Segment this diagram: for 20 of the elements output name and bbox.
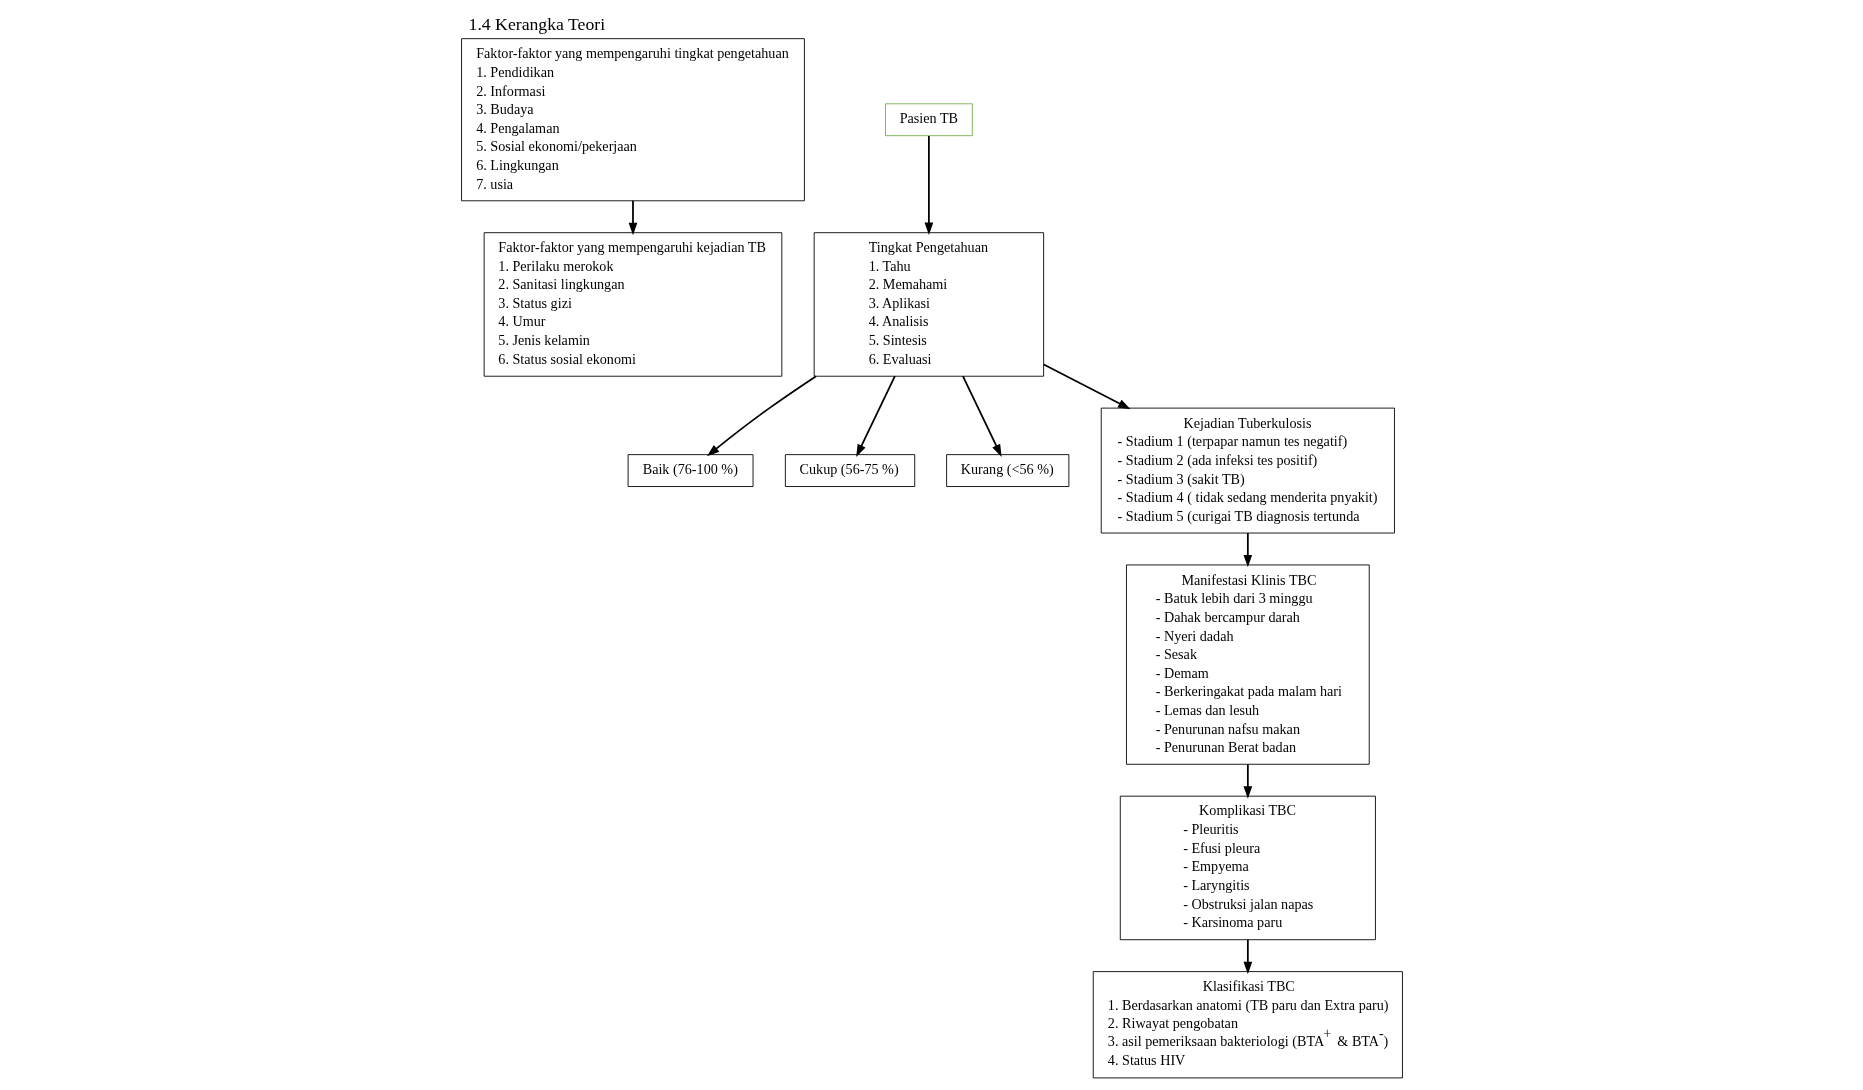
node-box: Kurang (<56 %) [945,454,1069,487]
node-box: Faktor-faktor yang mempengaruhi tingkat pengetahuan 1. Pendidikan 2. Informasi 3. Budaya 4. Pengalaman 5. Sosial ekonomi/pekerjaan 6. Lingkungan 7. usia [460,38,805,202]
node-box: Tingkat Pengetahuan 1. Tahu 2. Memahami 3. Aplikasi 4. Analisis 5. Sintesis 6. Evaluasi [813,232,1044,377]
arrow [961,375,1002,457]
arrow [628,199,637,236]
arrow [924,135,933,236]
node-box: Manifestasi Klinis TBC - Batuk lebih dari 3 minggu - Dahak bercampur darah - Nyeri dadah - Sesak - Demam - Berkeringakat pada malam hari - Lemas dan lesuh - Penurunan nafsu makan - Penurunan Berat badan [1125,564,1370,765]
node-box: Pasien TB [884,103,973,137]
arrow [855,375,896,457]
arrow [706,375,817,457]
node-box: Komplikasi TBC - Pleuritis - Efusi pleura - Empyema - Laryngitis - Obstruksi jalan napas - Karsinoma paru [1119,795,1376,941]
node-box: Cukup (56-75 %) [784,454,915,487]
node-box: Faktor-faktor yang mempengaruhi kejadian TB 1. Perilaku merokok 2. Sanitasi lingkungan 3. Status gizi 4. Umur 5. Jenis kelamin 6. Status sosial ekonomi [483,232,782,377]
diagram-title: 1.4 Kerangka Teori [468,13,605,34]
arrow [1243,938,1252,975]
node-box: Baik (76-100 %) [627,454,753,487]
arrow [1042,363,1131,410]
arrow [1243,763,1252,799]
arrow [1243,532,1252,568]
node-box: Kejadian Tuberkulosis - Stadium 1 (terpapar namun tes negatif) - Stadium 2 (ada infeksi tes positif) - Stadium 3 (sakit TB) - Stadium 4 ( tidak sedang menderita pnyakit) - Stadium 5 (curigai TB diagnosis tertunda [1100,407,1395,534]
